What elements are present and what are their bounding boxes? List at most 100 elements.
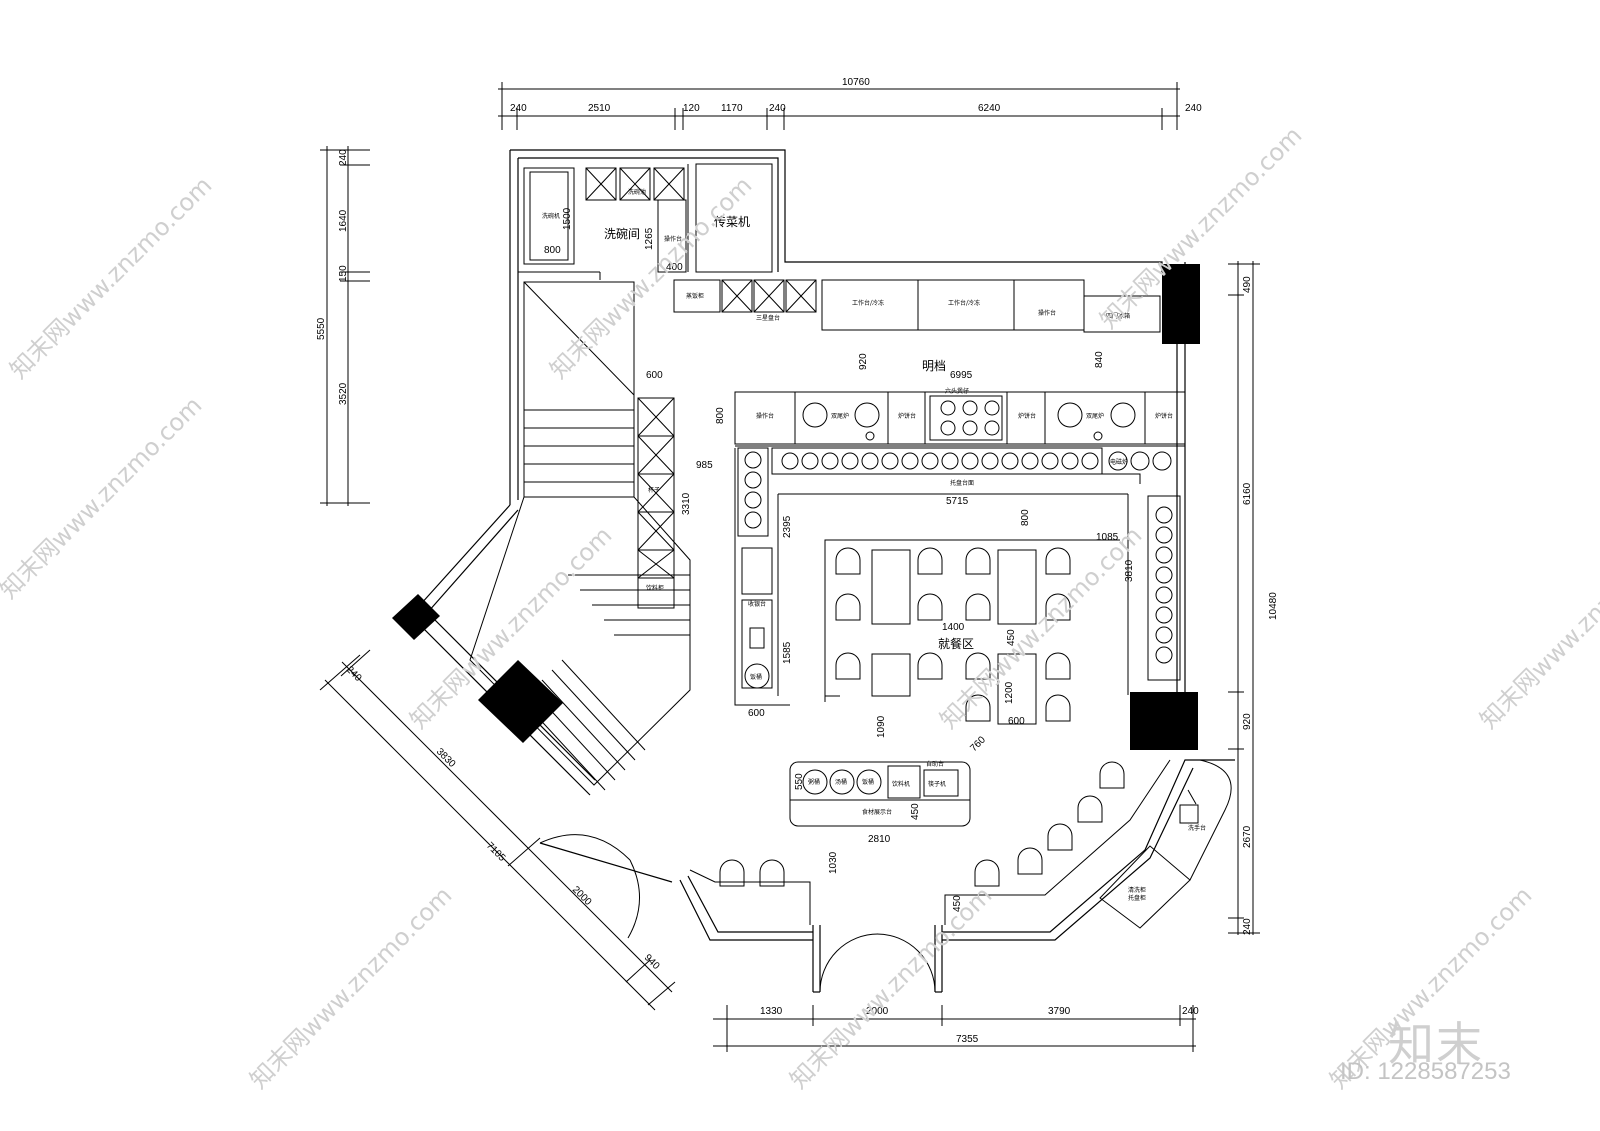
left-shelf bbox=[637, 397, 675, 609]
label-rice-bucket: 饭桶 bbox=[750, 673, 762, 681]
dim-985: 985 bbox=[696, 460, 713, 471]
dim-2395: 2395 bbox=[782, 515, 793, 538]
label-porridge: 粥桶 bbox=[808, 778, 820, 786]
dim-1085: 1085 bbox=[1096, 532, 1119, 543]
tray-counter bbox=[734, 447, 1172, 706]
dim-1090: 1090 bbox=[876, 715, 887, 738]
dim-800b: 800 bbox=[715, 407, 726, 424]
label-rice-steamer: 蒸饭柜 bbox=[686, 292, 704, 300]
watermark-2: 知末网www.znzmo.com bbox=[544, 171, 757, 384]
label-self-service: 自助台 bbox=[926, 760, 944, 768]
dim-top-seg-2: 120 bbox=[683, 103, 700, 114]
dim-left bbox=[320, 146, 370, 506]
dim-800a: 800 bbox=[544, 245, 561, 256]
dim-left-seg-0: 240 bbox=[338, 149, 349, 166]
dim-right bbox=[1228, 261, 1260, 935]
dim-1585: 1585 bbox=[782, 641, 793, 664]
dim-bottom bbox=[713, 1005, 1196, 1052]
label-six-burner: 六头煲仔 bbox=[945, 387, 969, 395]
room-labels: 洗碗间 传菜机 明档 就餐区 bbox=[604, 214, 974, 651]
dim-right-seg-4: 240 bbox=[1242, 918, 1253, 935]
cashier-counter bbox=[741, 547, 773, 689]
label-chopsticks: 筷子机 bbox=[928, 780, 946, 788]
label-open-kitchen: 明档 bbox=[922, 359, 946, 373]
label-soup: 汤桶 bbox=[835, 778, 847, 786]
side-door[interactable] bbox=[539, 834, 640, 939]
dim-bottom-total: 7355 bbox=[956, 1034, 979, 1045]
self-service-island bbox=[789, 761, 971, 827]
dim-diag-left: 7105 bbox=[484, 840, 508, 864]
dim-bottom-seg-2: 3790 bbox=[1048, 1006, 1071, 1017]
dim-right-seg-0: 490 bbox=[1242, 276, 1253, 293]
dim-top-seg-4: 240 bbox=[769, 103, 786, 114]
dim-840: 840 bbox=[1094, 351, 1105, 368]
label-four-door-fridge: 四门冰箱 bbox=[1106, 312, 1130, 320]
dim-left-seg-3: 3520 bbox=[338, 382, 349, 405]
dim-2810: 2810 bbox=[868, 834, 891, 845]
dim-6995: 6995 bbox=[950, 370, 973, 381]
watermark-6: 知末网www.znzmo.com bbox=[934, 521, 1147, 734]
equipment-labels: 洗碗机 洗碗池 操作台 蒸饭柜 三星盘台 工作台/冷冻 工作台/冷冻 操作台 四… bbox=[542, 188, 1206, 902]
label-cashier: 收银台 bbox=[748, 600, 766, 608]
label-worktable-fridge-2: 工作台/冷冻 bbox=[948, 299, 980, 307]
dim-bottom-seg-0: 1330 bbox=[760, 1006, 783, 1017]
dim-550: 550 bbox=[794, 773, 805, 790]
back-kitchen-row bbox=[673, 279, 1161, 333]
dim-top-seg-1: 2510 bbox=[588, 103, 611, 114]
label-drinks-machine: 饮料机 bbox=[892, 780, 910, 788]
label-rice: 饭桶 bbox=[862, 778, 874, 786]
dim-400: 400 bbox=[666, 262, 683, 273]
stairs bbox=[469, 281, 691, 791]
dim-1200: 1200 bbox=[1004, 681, 1015, 704]
right-cup-counter bbox=[1127, 494, 1181, 695]
dim-top-total: 10760 bbox=[842, 77, 870, 88]
label-griddle-3: 炉饼台 bbox=[1155, 412, 1173, 420]
dim-top bbox=[498, 82, 1180, 130]
dim-1400: 1400 bbox=[942, 622, 965, 633]
image-id: ID: 1228587253 bbox=[1340, 1058, 1511, 1085]
dim-5715: 5715 bbox=[946, 496, 969, 507]
label-clean-tray: 洗手台 bbox=[1188, 824, 1206, 832]
label-cup-shelf: 杯子 bbox=[648, 486, 660, 494]
dim-bottom-seg-3: 240 bbox=[1182, 1006, 1199, 1017]
dim-1500: 1500 bbox=[562, 207, 573, 230]
dim-450a: 450 bbox=[1006, 629, 1017, 646]
front-door[interactable] bbox=[819, 933, 936, 993]
dim-600b: 600 bbox=[748, 708, 765, 719]
dim-right-seg-3: 2670 bbox=[1242, 825, 1253, 848]
columns bbox=[392, 264, 1200, 750]
dim-left-total: 5550 bbox=[316, 317, 327, 340]
watermark-7: 知末网www.znzmo.com bbox=[1474, 521, 1600, 734]
dim-right-seg-2: 920 bbox=[1242, 713, 1253, 730]
label-food-display: 食材展示台 bbox=[862, 808, 892, 816]
label-dining-area: 就餐区 bbox=[938, 636, 974, 651]
dim-450b: 450 bbox=[910, 803, 921, 820]
label-triple-sink: 三星盘台 bbox=[756, 314, 780, 322]
label-double-stove-2: 双尾炉 bbox=[1086, 412, 1104, 420]
dim-3810: 3810 bbox=[1124, 559, 1135, 582]
label-worktable-line: 操作台 bbox=[756, 412, 774, 420]
dim-800c: 800 bbox=[1020, 509, 1031, 526]
label-drink-cabinet: 饮料柜 bbox=[646, 584, 664, 592]
dim-top-seg-5: 6240 bbox=[978, 103, 1001, 114]
label-dishwashing: 洗碗间 bbox=[604, 226, 640, 241]
dim-left-seg-2: 150 bbox=[338, 265, 349, 282]
brand-logo: 知末 bbox=[1388, 1017, 1484, 1071]
dim-920: 920 bbox=[858, 353, 869, 370]
dim-top-seg-0: 240 bbox=[510, 103, 527, 114]
label-dishwasher: 洗碗机 bbox=[542, 212, 560, 220]
watermark-3: 知末网www.znzmo.com bbox=[1094, 121, 1307, 334]
dim-diag-door: 2000 bbox=[570, 884, 594, 908]
label-return-counter-2: 托盘柜 bbox=[1128, 894, 1146, 902]
dim-diag-940: 940 bbox=[642, 952, 662, 972]
cooking-line bbox=[734, 391, 1186, 447]
label-griddle-1: 炉饼台 bbox=[898, 412, 916, 420]
label-double-stove-1: 双尾炉 bbox=[831, 412, 849, 420]
label-electric-stove: 电磁炉 bbox=[1110, 458, 1128, 466]
watermark-8: 知末网www.znzmo.com bbox=[244, 881, 457, 1094]
dim-1030: 1030 bbox=[828, 851, 839, 874]
dim-diagonal bbox=[319, 649, 676, 1011]
label-worktable-fridge-1: 工作台/冷冻 bbox=[852, 299, 884, 307]
dim-bottom-seg-1: 2000 bbox=[866, 1006, 889, 1017]
